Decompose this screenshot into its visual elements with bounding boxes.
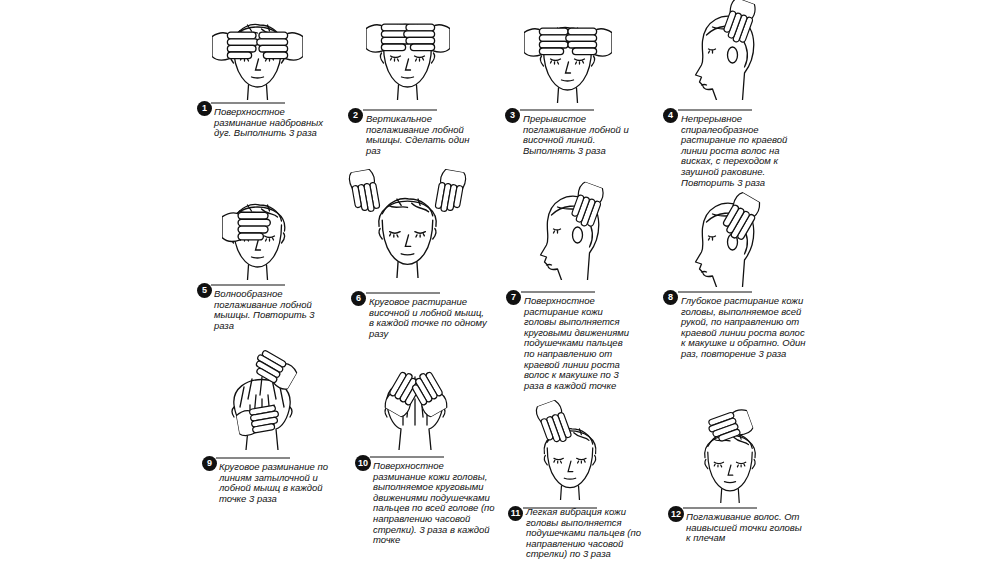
step-caption: Круговое растирание височной и лобной мы… — [369, 297, 489, 339]
step-number-circle: 9 — [202, 456, 217, 471]
step-number-circle: 4 — [663, 108, 678, 123]
step-caption: Непрерывное спиралеобразное растирание п… — [681, 114, 809, 188]
step-caption: Глубокое растирание кожи головы, выполня… — [681, 296, 809, 360]
callout-number: 5 — [202, 286, 207, 295]
step-caption: Круговое разминание по линиям затылочной… — [219, 462, 337, 504]
callout-number: 6 — [356, 294, 361, 303]
callout-number: 12 — [671, 510, 681, 519]
callout-number: 3 — [510, 111, 515, 120]
step-caption: Поверхностное растирание кожи головы вып… — [524, 296, 634, 391]
step-caption: Легкая вибрация кожи головы выполняется … — [526, 507, 644, 560]
callout-number: 9 — [207, 459, 212, 468]
callout-number: 4 — [668, 111, 673, 120]
step-number-circle: 5 — [197, 283, 212, 298]
step-caption: Волнообразное поглаживание лобной мышцы.… — [214, 289, 326, 331]
step-caption: Вертикальное поглаживание лобной мышцы. … — [366, 114, 478, 156]
step-number-circle: 1 — [197, 101, 212, 116]
step-number-circle: 3 — [505, 108, 520, 123]
callout-number: 10 — [358, 459, 368, 468]
step-caption: Поглаживание волос. От наивысшей точки г… — [686, 512, 804, 544]
step-number-circle: 6 — [351, 291, 366, 306]
callout-number: 1 — [202, 104, 207, 113]
callout-number: 8 — [668, 293, 673, 302]
step-caption: Поверхностное разминание надбровных дуг.… — [214, 107, 326, 139]
step-caption: Прерывистое поглаживание лобной и височн… — [523, 114, 631, 156]
callout-number: 11 — [511, 509, 521, 518]
step-number-circle: 7 — [506, 290, 521, 305]
step-number-circle: 8 — [663, 290, 678, 305]
step-caption: Поверхностное разминание кожи головы, вы… — [373, 461, 495, 546]
step-number-circle: 10 — [355, 455, 371, 471]
callout-number: 7 — [511, 293, 516, 302]
step-number-circle: 12 — [668, 506, 684, 522]
step-number-circle: 2 — [348, 108, 363, 123]
callout-number: 2 — [353, 111, 358, 120]
step-number-circle: 11 — [508, 506, 523, 521]
